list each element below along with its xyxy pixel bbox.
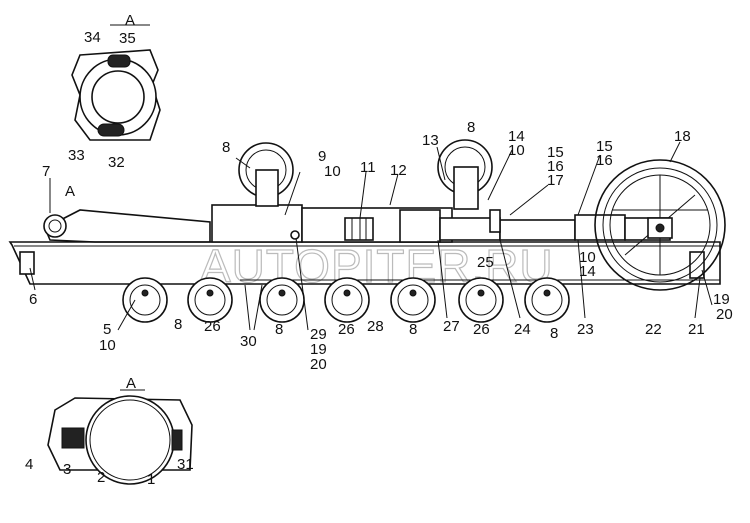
callout: 8 [550,325,558,342]
idler-wheel [594,159,726,291]
callout: 2 [97,469,105,486]
view-label-a-bottom: A [126,375,136,392]
callout: 9 [318,148,326,165]
callout: 23 [577,321,594,338]
callout: 11 [360,159,376,176]
callout: 29 [310,326,327,343]
callout: 25 [477,254,494,271]
callout: 28 [367,318,384,335]
callout: 24 [514,321,531,338]
callout: 21 [688,321,705,338]
callout: 32 [108,154,125,171]
callout: 10 [324,163,341,180]
callout: 17 [547,172,564,189]
callout: 13 [422,132,439,149]
callout: 6 [29,291,37,308]
leader-lines [29,141,713,331]
callout: 14 [579,263,596,280]
callout: 12 [390,162,407,179]
callout: 22 [645,321,662,338]
callout: 10 [508,142,525,159]
callout: 8 [174,316,182,333]
view-label-a-main: A [65,183,75,200]
callout: 33 [68,147,85,164]
callout: 16 [547,158,564,175]
callout: 8 [467,119,475,136]
callout: 10 [99,337,116,354]
callout: 26 [338,321,355,338]
callout: 19 [713,291,730,308]
view-label-a-top: A [125,12,135,29]
callout: 31 [177,456,194,473]
callout: 20 [310,356,327,373]
callout: 15 [547,144,564,161]
callout: 4 [25,456,33,473]
callout: 18 [674,128,691,145]
road-wheels [122,277,570,323]
callout: 15 [596,138,613,155]
track-frame [8,204,721,285]
callout: 26 [204,318,221,335]
callout: 8 [409,321,417,338]
callout: 34 [84,29,101,46]
callout: 35 [119,30,136,47]
callout: 5 [103,321,111,338]
callout: 16 [596,152,613,169]
callout: 10 [579,249,596,266]
callout: 27 [443,318,460,335]
callout: 8 [275,321,283,338]
detail-a-top [71,24,161,141]
callout: 20 [716,306,733,323]
callout: 14 [508,128,525,145]
callout: 1 [147,471,155,488]
callout: 30 [240,333,257,350]
callout: 26 [473,321,490,338]
callout: 19 [310,341,327,358]
callouts: A 34 35 33 32 8 9 10 11 12 13 8 14 10 15… [25,12,733,488]
callout: 8 [222,139,230,156]
callout: 3 [63,461,71,478]
support-rollers [238,139,493,210]
detail-a-bottom [47,389,193,485]
callout: 7 [42,163,50,180]
